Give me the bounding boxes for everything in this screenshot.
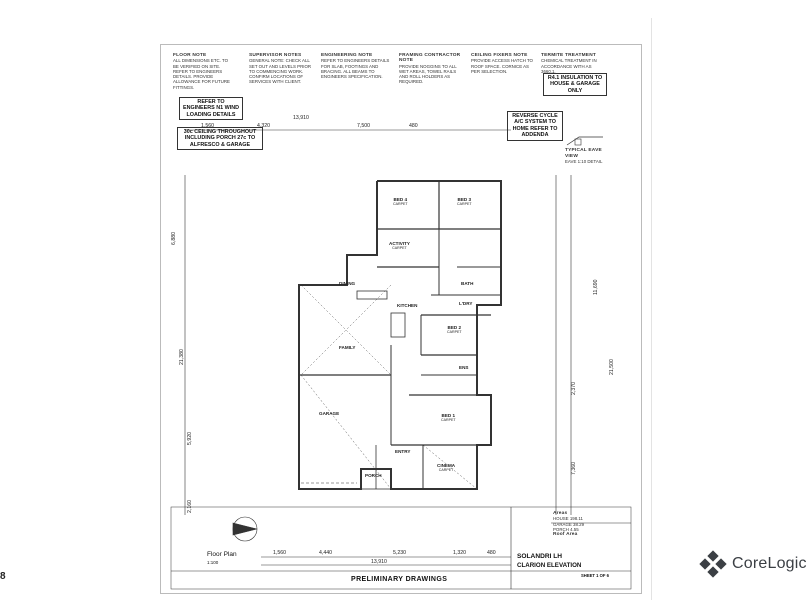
dim-top-total: 13,910 — [293, 115, 309, 121]
dim-top: 7,500 — [357, 123, 370, 129]
note-heading: TERMITE TREATMENT — [541, 53, 597, 58]
dim-bottom: 4,440 — [319, 550, 332, 556]
room-name: BED 1 — [441, 413, 456, 418]
room-name: BED 3 — [457, 197, 472, 202]
area-schedule: Areas HOUSE 198.11 GARAGE 38.29 PORCH 4.… — [553, 511, 627, 537]
sheet-number: SHEET 1 OF 6 — [581, 573, 609, 578]
floor-plan-sheet: FLOOR NOTE ALL DIMENSIONS ETC. TO BE VER… — [160, 44, 642, 594]
dim-bottom: 1,320 — [453, 550, 466, 556]
room-label: L'DRY — [459, 301, 472, 306]
room-finish: CARPET — [438, 468, 454, 472]
room-name: BATH — [461, 281, 474, 286]
area-row: PORCH 4.55 — [553, 527, 627, 532]
dim-top: 4,320 — [257, 123, 270, 129]
area-value: 4.55 — [570, 526, 579, 532]
brand-name: CoreLogic — [732, 555, 807, 572]
room-name: KITCHEN — [397, 303, 418, 308]
note-heading: FLOOR NOTE — [173, 53, 207, 58]
room-name: ENS — [459, 365, 469, 370]
room-name: BED 2 — [447, 325, 462, 330]
area-label: GARAGE — [553, 521, 572, 527]
callout-insulation: R4.1 INSULATION TO HOUSE & GARAGE ONLY — [543, 73, 607, 97]
elevation-name: CLARION ELEVATION — [517, 562, 582, 569]
note-engineering: ENGINEERING NOTE REFER TO ENGINEERS DETA… — [321, 53, 393, 79]
room-name: L'DRY — [459, 301, 473, 306]
preliminary-label: PRELIMINARY DRAWINGS — [351, 576, 448, 583]
room-label: BATH — [461, 281, 473, 286]
note-supervisor: SUPERVISOR NOTES GENERAL NOTE: CHECK ALL… — [249, 53, 315, 85]
room-label: KITCHEN — [397, 303, 417, 308]
room-name: GARAGE — [319, 411, 340, 416]
note-termite: TERMITE TREATMENT CHEMICAL TREATMENT IN … — [541, 53, 607, 74]
dim-bottom: 5,230 — [393, 550, 406, 556]
dim-top: 1,560 — [201, 123, 214, 129]
note-body: ALL DIMENSIONS ETC. TO BE VERIFIED ON SI… — [173, 58, 230, 90]
note-heading: SUPERVISOR NOTES — [249, 53, 302, 58]
room-label: PORCH — [365, 473, 382, 478]
callout-ceiling: 30c CEILING THROUGHOUT INCLUDING PORCH 2… — [177, 127, 263, 151]
note-body: CHEMICAL TREATMENT IN ACCORDANCE WITH AS… — [541, 58, 597, 74]
drawing-scale: 1:100 — [207, 560, 219, 565]
note-ceiling: CEILING FIXERS NOTE PROVIDE ACCESS HATCH… — [471, 53, 533, 74]
room-name: ACTIVITY — [389, 241, 410, 246]
note-framing: FRAMING CONTRACTOR NOTE PROVIDE NOGGINS … — [399, 53, 465, 85]
corelogic-diamond-icon — [699, 550, 727, 578]
room-finish: CARPET — [393, 202, 408, 206]
area-label: PORCH — [553, 526, 569, 532]
room-finish: CARPET — [441, 418, 456, 422]
room-finish: CARPET — [457, 202, 472, 206]
dim-bottom: 1,560 — [273, 550, 286, 556]
drawing-title: Floor Plan — [207, 551, 237, 558]
area-heading: Areas — [553, 511, 568, 516]
room-name: BED 4 — [393, 197, 408, 202]
note-heading: CEILING FIXERS NOTE — [471, 53, 528, 58]
room-name: CINEMA — [437, 463, 456, 468]
roof-heading: Roof Area — [553, 532, 578, 538]
page-number: 8 — [0, 571, 6, 582]
callout-cooling: REVERSE CYCLE A/C SYSTEM TO HOME REFER T… — [507, 111, 563, 141]
note-body: REFER TO ENGINEERS DETAILS FOR SLAB, FOO… — [321, 58, 390, 80]
eave-detail: TYPICAL EAVE VIEW EAVE 1:10 DETAIL — [565, 133, 615, 164]
room-name: DINING — [339, 281, 356, 286]
room-name: PORCH — [365, 473, 382, 478]
eave-title: TYPICAL EAVE VIEW — [565, 148, 602, 159]
note-body: GENERAL NOTE: CHECK ALL SET OUT AND LEVE… — [249, 58, 312, 85]
area-value: 38.29 — [573, 521, 585, 527]
dim-top: 480 — [409, 123, 418, 129]
page-divider — [651, 18, 652, 600]
dim-bottom-total: 13,910 — [371, 559, 387, 565]
note-heading: ENGINEERING NOTE — [321, 53, 373, 58]
room-name: FAMILY — [339, 345, 356, 350]
room-label: FAMILY — [339, 345, 355, 350]
project-name: SOLANDRI LH — [517, 553, 563, 560]
area-value: 198.11 — [569, 516, 583, 522]
corelogic-logo: CoreLogic — [699, 550, 807, 578]
room-finish: CARPET — [392, 246, 407, 250]
callout-wind: REFER TO ENGINEERS N1 WIND LOADING DETAI… — [179, 97, 243, 121]
area-row: GARAGE 38.29 — [553, 522, 627, 527]
room-finish: CARPET — [447, 330, 462, 334]
dim-bottom: 480 — [487, 550, 496, 556]
area-label: HOUSE — [553, 516, 569, 522]
room-label: GARAGE — [319, 411, 339, 416]
room-name: ENTRY — [395, 449, 411, 454]
room-label: ENS — [459, 365, 468, 370]
floor-plan-drawing — [170, 129, 632, 590]
eave-section-icon — [566, 136, 603, 146]
note-floor: FLOOR NOTE ALL DIMENSIONS ETC. TO BE VER… — [173, 53, 233, 90]
eave-note: EAVE 1:10 DETAIL — [565, 158, 603, 164]
area-row: HOUSE 198.11 — [553, 516, 627, 521]
room-label: DINING — [339, 281, 355, 286]
room-label: ENTRY — [395, 449, 410, 454]
note-body: PROVIDE ACCESS HATCH TO ROOF SPACE. CORN… — [471, 58, 533, 74]
note-heading: FRAMING CONTRACTOR NOTE — [399, 53, 461, 64]
note-body: PROVIDE NOGGINS TO ALL WET AREAS, TOWEL … — [399, 63, 457, 85]
